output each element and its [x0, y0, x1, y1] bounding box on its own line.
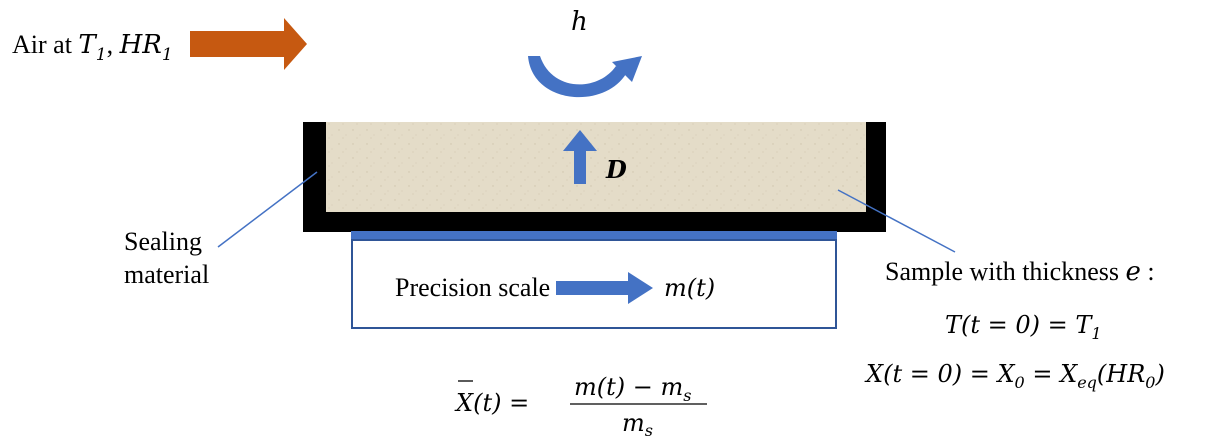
- sealing-leader-line: [217, 171, 318, 248]
- formula-denominator: ms: [622, 409, 653, 436]
- diffusion-up-arrow-icon: [563, 130, 597, 184]
- formula-lhs: X(t) =: [454, 389, 529, 417]
- initial-temperature-equation: T(t = 0) = T1: [945, 311, 1102, 343]
- air-flow-arrow-icon: [190, 18, 307, 70]
- precision-scale-label: Precision scale: [395, 273, 550, 302]
- scale-plate: [351, 231, 837, 240]
- convection-curved-arrow-icon: [528, 56, 642, 98]
- air-condition-label: Air at T1, HR1: [12, 30, 173, 65]
- initial-moisture-equation: X(t = 0) = X0 = Xeq(HR0): [864, 360, 1165, 392]
- sample-material: [326, 122, 866, 212]
- mass-output-label: m(t): [664, 274, 715, 302]
- sample-leader-line: [837, 189, 956, 253]
- diffusion-label: D: [605, 155, 627, 184]
- moisture-content-formula: X(t) = m(t) − ms ms: [454, 373, 707, 436]
- sealing-label-line2: material: [124, 260, 209, 289]
- scale-output-arrow-icon: [556, 272, 653, 304]
- formula-numerator: m(t) − ms: [574, 373, 691, 405]
- sealing-label-line1: Sealing: [124, 227, 202, 256]
- sample-label: Sample with thickness e :: [885, 257, 1155, 287]
- heat-transfer-coefficient-label: h: [571, 7, 588, 37]
